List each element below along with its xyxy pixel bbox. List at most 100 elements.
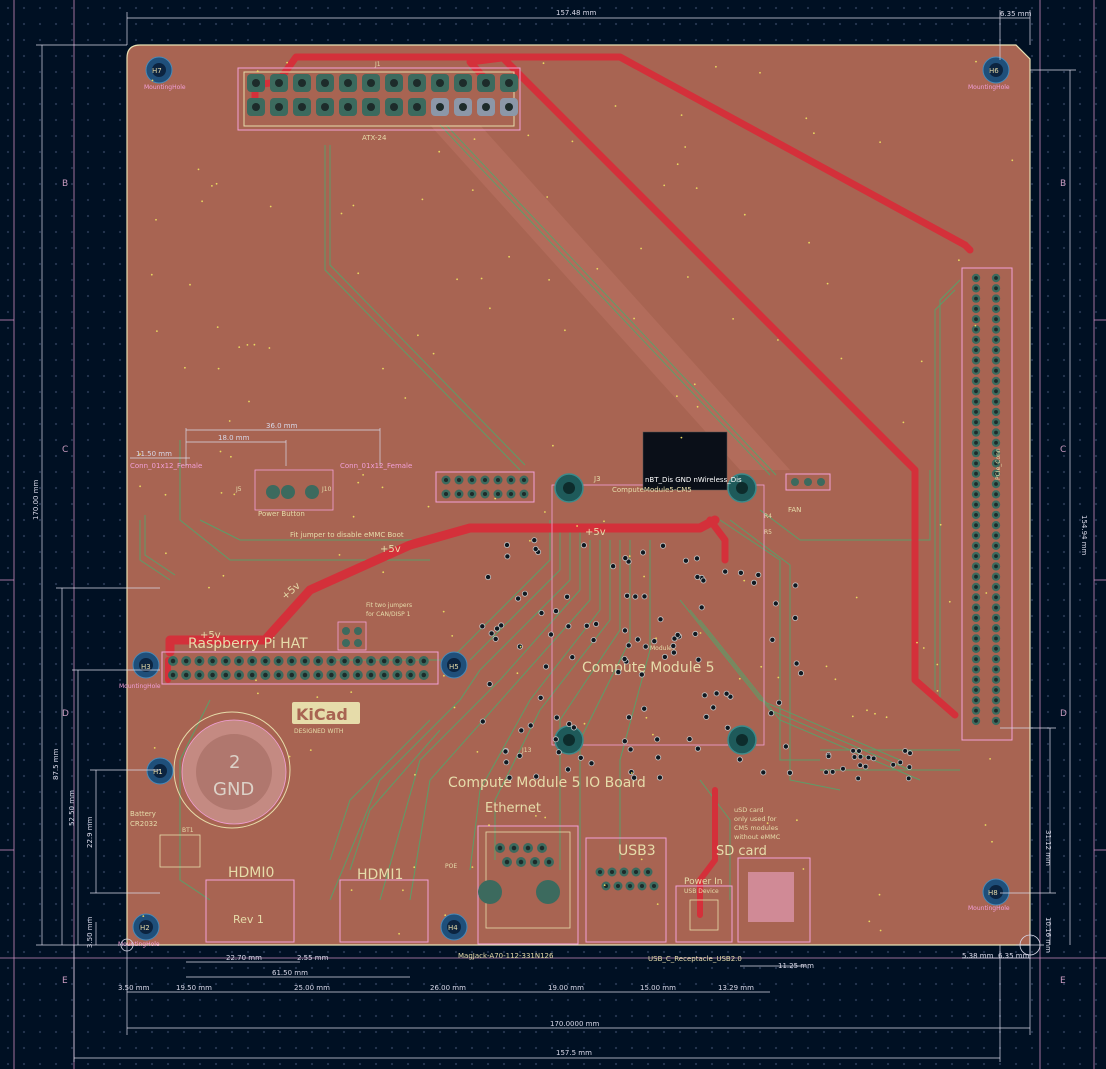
sd-card-slot[interactable] bbox=[737, 857, 811, 943]
hdmi1-connector[interactable] bbox=[339, 879, 429, 943]
hat-pin-drill bbox=[368, 658, 374, 664]
pcie-pin-drill bbox=[974, 657, 978, 661]
via bbox=[902, 748, 908, 754]
pcie-pin-drill bbox=[994, 471, 998, 476]
via bbox=[651, 638, 658, 645]
pcie-connector[interactable] bbox=[961, 267, 1013, 741]
via bbox=[553, 714, 560, 721]
battery-holder[interactable] bbox=[159, 711, 291, 868]
dim-left-87-5: 87.5 mm bbox=[52, 748, 60, 780]
rpi-hat-header[interactable] bbox=[161, 651, 439, 685]
via bbox=[737, 569, 744, 576]
j3-header[interactable] bbox=[435, 471, 535, 503]
j3-pin-drill bbox=[469, 477, 475, 483]
silk-dot bbox=[316, 696, 319, 698]
silk-dot bbox=[640, 247, 642, 250]
j3-pin-drill bbox=[443, 477, 449, 483]
j3-pin-drill bbox=[508, 477, 514, 483]
via bbox=[570, 724, 577, 731]
pcie-pin-drill bbox=[994, 698, 998, 703]
jumper-header-j6[interactable] bbox=[337, 621, 367, 651]
via bbox=[632, 593, 639, 600]
silk-dot bbox=[471, 866, 474, 868]
silk-dot bbox=[139, 485, 142, 488]
pcie-pin-drill bbox=[974, 337, 978, 342]
hat-pin-drill bbox=[197, 672, 202, 678]
pcie-pin-drill bbox=[994, 296, 998, 301]
via bbox=[772, 600, 779, 607]
pcie-pin-drill bbox=[994, 626, 998, 631]
hat-pin-drill bbox=[408, 658, 413, 664]
via bbox=[515, 595, 522, 602]
silk-dot bbox=[813, 132, 815, 135]
hdmi0-connector[interactable] bbox=[205, 879, 295, 943]
sd-note-3: CM5 modules bbox=[734, 824, 779, 832]
silk-dot bbox=[868, 920, 871, 923]
silk-dot bbox=[663, 184, 666, 187]
via bbox=[736, 756, 743, 763]
fan-header[interactable] bbox=[785, 473, 831, 491]
signal-traces bbox=[139, 59, 961, 901]
via bbox=[479, 623, 486, 630]
hat-pin-drill bbox=[342, 658, 347, 664]
atx-pin-drill bbox=[436, 79, 444, 87]
j3-pin-drill bbox=[482, 491, 488, 497]
ethernet-label: Ethernet bbox=[485, 801, 541, 816]
hdmi1-label: HDMI1 bbox=[357, 867, 403, 883]
silk-dot bbox=[155, 218, 157, 221]
hat-pin-drill bbox=[183, 672, 189, 678]
dim-right-31-12: 31.12 mm bbox=[1044, 830, 1052, 866]
power-traces bbox=[165, 53, 974, 918]
dim-15-00: 15.00 mm bbox=[640, 984, 676, 992]
pcie-pin-drill bbox=[974, 276, 978, 280]
silk-dot bbox=[288, 755, 291, 758]
silk-dot bbox=[309, 749, 312, 751]
hat-pin-drill bbox=[421, 658, 427, 664]
silk-dot bbox=[695, 187, 698, 190]
via bbox=[865, 754, 872, 761]
ref-h6: H6 bbox=[989, 67, 999, 75]
via bbox=[548, 631, 555, 638]
mounting-hole-drill bbox=[153, 764, 167, 778]
silk-dot bbox=[825, 665, 828, 668]
via bbox=[768, 710, 775, 717]
via bbox=[634, 636, 641, 643]
mounting-hole-drill bbox=[152, 63, 166, 77]
plus5v-label-c: +5v bbox=[380, 544, 401, 555]
power-button-header[interactable] bbox=[254, 469, 334, 511]
silk-dot bbox=[542, 62, 545, 65]
usb-c-receptacle[interactable] bbox=[675, 885, 733, 943]
silk-dot bbox=[680, 114, 683, 116]
via bbox=[555, 749, 562, 756]
via bbox=[670, 642, 677, 649]
ref-bt1: BT1 bbox=[182, 827, 194, 834]
pcie-pin-drill bbox=[974, 502, 978, 507]
usb3-connector[interactable] bbox=[585, 837, 667, 943]
pcie-pin-drill bbox=[974, 719, 978, 723]
usb3-label: USB3 bbox=[618, 843, 656, 859]
via bbox=[498, 622, 505, 629]
via bbox=[793, 660, 800, 667]
hat-pin-drill bbox=[210, 672, 215, 678]
via bbox=[701, 692, 708, 699]
via bbox=[782, 743, 789, 750]
via bbox=[626, 714, 633, 721]
atx24-pins bbox=[247, 74, 518, 116]
silk-dot bbox=[633, 317, 635, 320]
silk-dot bbox=[676, 395, 678, 398]
hat-pin-drill bbox=[236, 658, 242, 664]
ethernet-magjack[interactable] bbox=[477, 825, 579, 945]
j3-pin-drill bbox=[521, 477, 527, 483]
sheet-letter-d-right: D bbox=[1060, 709, 1067, 719]
sheet-letter-c-left: C bbox=[62, 445, 68, 455]
pcie-pin-drill bbox=[974, 626, 978, 631]
hat-pin-drill bbox=[368, 672, 374, 678]
silk-dot bbox=[456, 278, 458, 281]
dim-left-height: 170.00 mm bbox=[32, 479, 40, 520]
silk-dot bbox=[156, 330, 158, 332]
via bbox=[840, 765, 846, 772]
silk-dot bbox=[421, 198, 424, 201]
atx-pin-drill bbox=[413, 103, 421, 111]
